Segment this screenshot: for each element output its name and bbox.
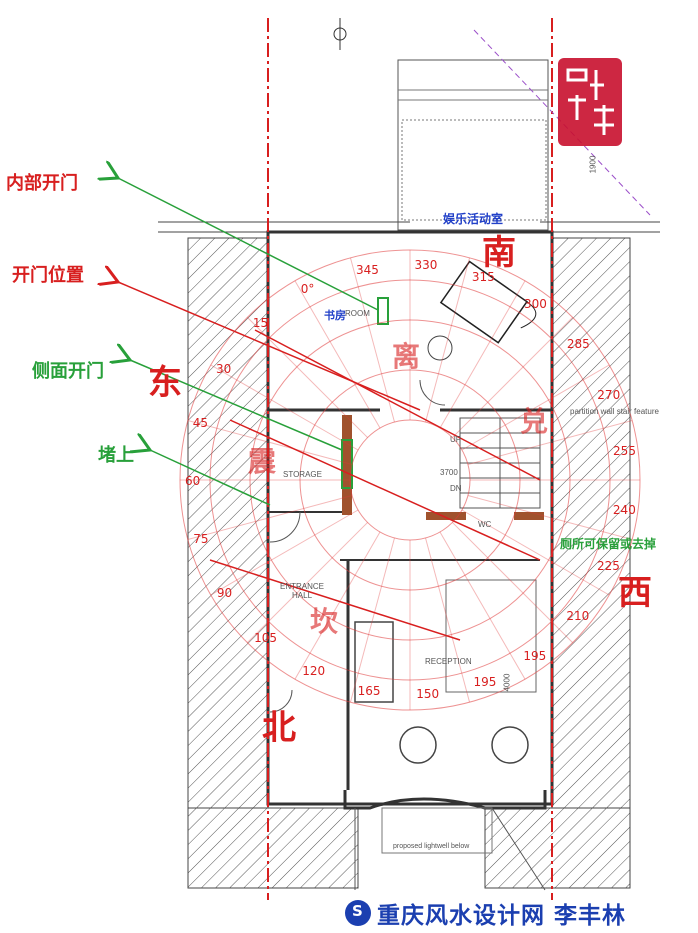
compass-spoke — [461, 364, 610, 451]
compass-spoke — [349, 257, 395, 423]
trigram-li: 离 — [392, 340, 421, 373]
feng-shui-compass — [179, 249, 641, 711]
arrow-door-position — [118, 282, 421, 411]
room-label-reception: RECEPTION — [425, 657, 472, 666]
armchair-left — [399, 726, 437, 764]
compass-spoke — [187, 419, 353, 465]
stair-up: UP — [450, 435, 462, 444]
dimension-4000: 4000 — [502, 673, 512, 692]
diagonal-line-2 — [229, 419, 541, 561]
direction-north: 北 — [262, 708, 296, 748]
compass-spoke — [452, 522, 573, 643]
toilet-note: 厕所可保留或去掉 — [560, 537, 657, 551]
compass-spoke — [467, 495, 633, 541]
brand-name: 重庆风水设计网 李丰林 — [377, 903, 627, 929]
direction-east: 东 — [148, 363, 182, 403]
compass-spoke — [425, 537, 471, 703]
room-label-entertainment: 娱乐活动室 — [443, 212, 504, 226]
compass-degree: 240 — [612, 502, 636, 517]
room-label-wc: WC — [478, 520, 492, 529]
compass-spoke — [439, 531, 526, 680]
wall-feature-note: partition wall stair feature — [570, 407, 659, 416]
brand-logo-letter: S — [352, 902, 363, 920]
direction-south: 南 — [482, 233, 516, 273]
direction-west: 西 — [618, 573, 652, 613]
compass-spoke — [294, 280, 381, 429]
staircase — [459, 417, 541, 509]
compass-degree: 120 — [302, 664, 326, 679]
round-table — [427, 335, 453, 361]
right-party-wall — [551, 237, 631, 809]
room-label-storage: STORAGE — [283, 470, 322, 479]
annotation-side-door: 侧面开门 — [32, 361, 104, 382]
compass-degree: 105 — [254, 630, 278, 645]
compass-degree: 330 — [414, 258, 438, 273]
dimension-1900: 1900 — [588, 155, 598, 174]
compass-spoke — [210, 364, 359, 451]
compass-spoke — [349, 537, 395, 703]
compass-degree: 285 — [566, 337, 590, 352]
compass-spoke — [452, 317, 573, 438]
compass-degree: 60 — [185, 473, 201, 488]
compass-degree: 0° — [300, 282, 315, 297]
arrow-side-door — [130, 360, 343, 451]
left-party-wall — [187, 237, 269, 809]
trigram-zhen: 震 — [248, 445, 277, 478]
compass-degree: 195 — [473, 675, 497, 690]
compass-degree: 315 — [471, 270, 495, 285]
piano — [439, 260, 537, 344]
compass-degree: 150 — [416, 687, 440, 702]
annotation-door-position: 开门位置 — [12, 265, 84, 286]
brand-logo — [345, 900, 371, 926]
room-label-study-en: ROOM — [345, 309, 370, 318]
compass-degree: 75 — [193, 531, 209, 546]
compass-spoke — [187, 495, 353, 541]
stair-dn: DN — [450, 484, 462, 493]
trigram-kan: 坎 — [310, 605, 339, 638]
compass-degree: 270 — [597, 387, 621, 402]
diagonal-line-1 — [209, 559, 461, 641]
arrow-block-up — [150, 450, 271, 506]
trigram-dui: 兑 — [520, 405, 549, 438]
diagonal-line-3 — [254, 329, 541, 481]
stair-dimension: 3700 — [440, 468, 458, 477]
compass-degree: 225 — [596, 559, 620, 574]
compass-spoke — [461, 509, 610, 596]
compass-spoke — [210, 509, 359, 596]
compass-degree: 165 — [357, 683, 381, 698]
room-label-study: 书房 — [324, 309, 346, 322]
compass-spoke — [439, 280, 526, 429]
compass-degree: 255 — [613, 444, 636, 459]
compass-spoke — [247, 317, 368, 438]
brand-footer: S 重庆风水设计网 李丰林 — [345, 897, 626, 929]
compass-degree: 195 — [523, 649, 547, 664]
compass-degree: 30 — [215, 361, 232, 376]
bottom-right-hatch — [484, 807, 631, 889]
bottom-left-hatch — [187, 807, 359, 889]
compass-degree: 15 — [252, 316, 269, 331]
compass-degree: 210 — [566, 609, 590, 624]
compass-degree: 45 — [192, 415, 209, 430]
rear-extension — [397, 59, 549, 231]
lightwell-note: proposed lightwell below — [393, 843, 470, 850]
compass-degree: 345 — [355, 262, 379, 277]
compass-spoke — [247, 522, 368, 643]
annotation-inner-door: 内部开门 — [6, 173, 78, 194]
arrow-inner-door — [118, 178, 379, 311]
compass-degree: 300 — [524, 297, 547, 312]
annotation-block-up: 堵上 — [98, 445, 134, 466]
sofa — [354, 621, 394, 703]
armchair-right — [491, 726, 529, 764]
room-label-entrance: ENTRANCE HALL — [280, 582, 325, 600]
compass-spoke — [294, 531, 381, 680]
compass-spoke — [425, 257, 471, 423]
compass-degree: 90 — [216, 585, 233, 600]
